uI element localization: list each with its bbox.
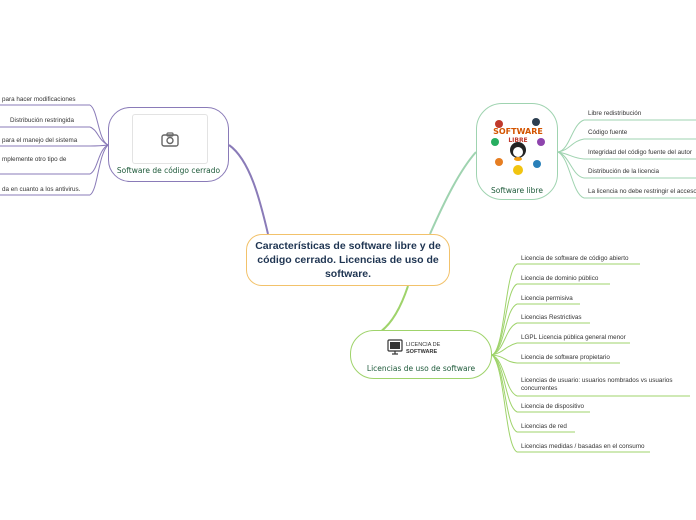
- license-item[interactable]: Licencia de software propietario: [521, 354, 610, 361]
- license-item[interactable]: Licencias de red: [521, 423, 567, 430]
- free-software-image-text: LIBRE: [508, 137, 527, 144]
- license-item[interactable]: Licencias medidas / basadas en el consum…: [521, 443, 645, 450]
- license-item[interactable]: Licencia de dispositivo: [521, 403, 585, 410]
- camera-icon: [161, 131, 179, 147]
- closed-item[interactable]: mplemente otro tipo de: [2, 156, 67, 163]
- licenses-node[interactable]: LICENCIA DE SOFTWARE Licencias de uso de…: [350, 330, 492, 379]
- central-topic-title: Características de software libre y de c…: [255, 240, 441, 280]
- libre-item[interactable]: Distribución de la licencia: [588, 168, 660, 175]
- license-item[interactable]: Licencia de dominio público: [521, 275, 599, 282]
- license-item[interactable]: Licencia de software de código abierto: [521, 255, 629, 262]
- libre-item[interactable]: La licencia no debe restringir el acceso: [588, 188, 696, 195]
- licenses-label: Licencias de uso de software: [366, 364, 476, 373]
- closed-source-node[interactable]: Software de código cerrado: [108, 107, 229, 182]
- free-software-node[interactable]: SOFTWARE LIBRE Software libre: [476, 103, 558, 200]
- closed-source-label: Software de código cerrado: [116, 166, 221, 175]
- license-image-text: LICENCIA DE: [406, 342, 441, 348]
- central-topic[interactable]: Características de software libre y de c…: [246, 234, 450, 286]
- free-software-image-text: SOFTWARE: [493, 127, 543, 136]
- license-image-text: SOFTWARE: [406, 349, 437, 355]
- closed-item[interactable]: para hacer modificaciones: [2, 96, 76, 103]
- libre-item[interactable]: Código fuente: [588, 129, 628, 136]
- license-item[interactable]: Licencia permisiva: [521, 295, 573, 302]
- license-image: LICENCIA DE SOFTWARE: [387, 339, 441, 355]
- closed-item[interactable]: para el manejo del sistema: [2, 137, 78, 144]
- license-item[interactable]: Licencias de usuario: usuarios nombrados…: [521, 377, 673, 392]
- closed-item[interactable]: da en cuanto a los antivirus.: [2, 186, 81, 193]
- free-software-label: Software libre: [491, 186, 543, 195]
- free-software-image: SOFTWARE LIBRE: [491, 118, 545, 175]
- image-placeholder: [132, 114, 208, 164]
- libre-item[interactable]: Integridad del código fuente del autor: [588, 149, 692, 156]
- libre-item[interactable]: Libre redistribución: [588, 110, 642, 117]
- license-item[interactable]: LGPL Licencia pública general menor: [521, 334, 626, 341]
- closed-item[interactable]: Distribución restringida: [10, 117, 75, 124]
- license-item[interactable]: Licencias Restrictivas: [521, 314, 582, 321]
